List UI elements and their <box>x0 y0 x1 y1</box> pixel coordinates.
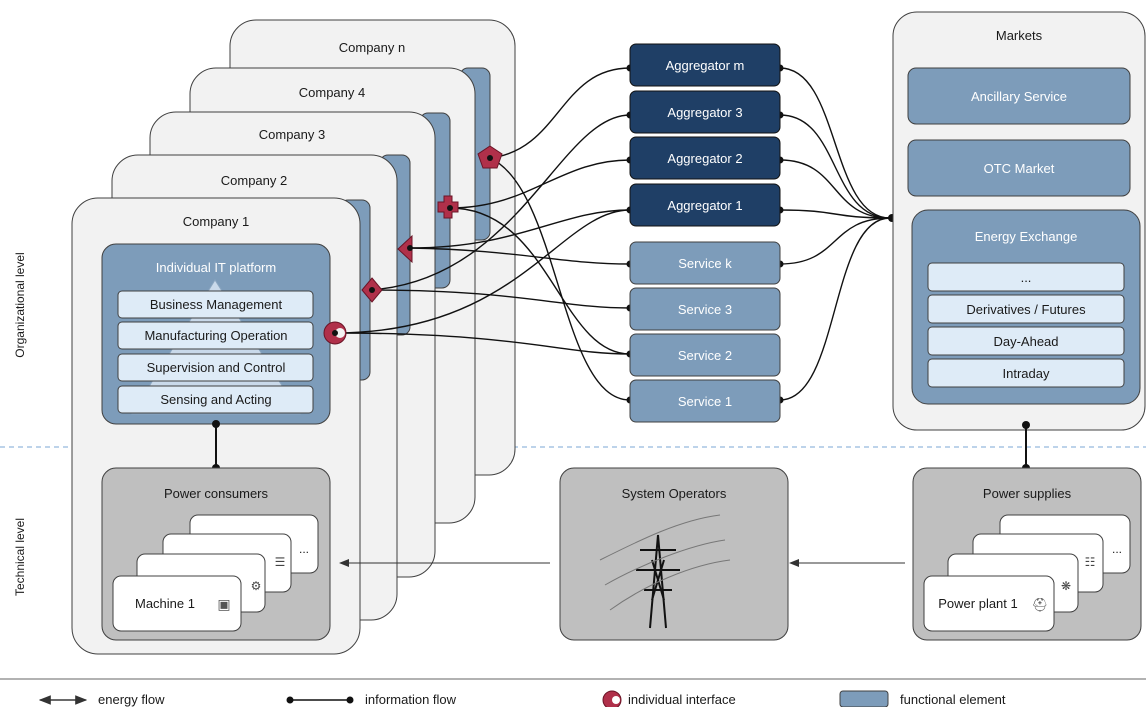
company-title: Company 3 <box>259 127 325 142</box>
interface-icon <box>437 195 459 219</box>
company-title: Company n <box>339 40 405 55</box>
svg-text:Ancillary Service: Ancillary Service <box>971 89 1067 104</box>
svg-text:information flow: information flow <box>365 692 457 707</box>
svg-text:Derivatives / Futures: Derivatives / Futures <box>966 302 1086 317</box>
company-card-1: Company 1 Individual IT platform Busines… <box>71 197 361 655</box>
service-box: Service 3 <box>629 287 781 331</box>
service-box: Service 2 <box>629 333 781 377</box>
svg-text:...: ... <box>1112 542 1122 556</box>
it-platform-title: Individual IT platform <box>156 260 276 275</box>
service-box: Service k <box>629 241 781 285</box>
system-operators: System Operators <box>559 467 789 641</box>
svg-text:Aggregator m: Aggregator m <box>666 58 745 73</box>
company-title: Company 2 <box>221 173 287 188</box>
svg-text:Service 3: Service 3 <box>678 302 732 317</box>
technical-level-label: Technical level <box>13 518 27 596</box>
power-pylon-icon <box>636 534 680 629</box>
svg-text:functional element: functional element <box>900 692 1006 707</box>
power-consumers-title: Power consumers <box>164 486 269 501</box>
layer-manufacturing-operation <box>117 321 314 350</box>
aggregator-box: Aggregator m <box>629 43 781 87</box>
legend-functional-element: functional element <box>839 690 1006 707</box>
service-box: Service 1 <box>629 379 781 423</box>
markets-title: Markets <box>996 28 1043 43</box>
aggregator-box: Aggregator 3 <box>629 90 781 134</box>
svg-text:Sensing and Acting: Sensing and Acting <box>160 392 271 407</box>
layer-sensing-acting <box>117 385 314 414</box>
svg-text:Aggregator 1: Aggregator 1 <box>667 198 742 213</box>
interface-icon <box>477 145 503 169</box>
svg-text:energy flow: energy flow <box>98 692 165 707</box>
otc-market <box>907 139 1131 197</box>
svg-text:Service 1: Service 1 <box>678 394 732 409</box>
interface-icon <box>323 321 347 345</box>
ancillary-service <box>907 67 1131 125</box>
solar-panel-icon: ☷ <box>1085 555 1096 569</box>
svg-text:Aggregator 2: Aggregator 2 <box>667 151 742 166</box>
layer-supervision-control <box>117 353 314 382</box>
svg-text:Service k: Service k <box>678 256 732 271</box>
machine-icon: ▣ <box>217 596 230 612</box>
power-supplies: Power supplies ... ☷ ❋ Power plant 1 ⛑ <box>912 467 1142 641</box>
company-title: Company 1 <box>183 214 249 229</box>
machine-label: Machine 1 <box>135 596 195 611</box>
robot-arm-icon: ⚙ <box>251 579 262 593</box>
svg-text:Service 2: Service 2 <box>678 348 732 363</box>
svg-text:System Operators: System Operators <box>622 486 727 501</box>
svg-text:Manufacturing Operation: Manufacturing Operation <box>144 328 287 343</box>
information-flow-lines <box>334 67 891 401</box>
layer-business-management <box>117 290 314 319</box>
company-title: Company 4 <box>299 85 365 100</box>
legend-individual-interface: individual interface <box>602 690 736 707</box>
legend-energy-flow: energy flow <box>38 692 165 707</box>
svg-text:Intraday: Intraday <box>1003 366 1050 381</box>
svg-text:Business Management: Business Management <box>150 297 283 312</box>
organizational-level-label: Organizational level <box>13 252 27 357</box>
svg-text:...: ... <box>299 542 309 556</box>
legend-information-flow: information flow <box>286 692 457 707</box>
aggregator-box: Aggregator 1 <box>629 183 781 227</box>
power-plant-icon: ⛑ <box>1032 597 1049 612</box>
svg-text:OTC Market: OTC Market <box>984 161 1055 176</box>
markets-card: Markets Ancillary Service OTC Market Ene… <box>892 11 1146 431</box>
svg-text:Supervision and Control: Supervision and Control <box>147 360 286 375</box>
svg-text:...: ... <box>1021 270 1032 285</box>
interface-icon <box>397 234 413 264</box>
svg-text:Aggregator 3: Aggregator 3 <box>667 105 742 120</box>
svg-text:Power supplies: Power supplies <box>983 486 1072 501</box>
svg-text:individual interface: individual interface <box>628 692 736 707</box>
interface-icon <box>361 277 383 303</box>
ac-icon: ☰ <box>275 555 286 569</box>
svg-text:Energy Exchange: Energy Exchange <box>975 229 1078 244</box>
aggregator-box: Aggregator 2 <box>629 136 781 180</box>
wind-turbine-icon: ❋ <box>1061 579 1071 593</box>
svg-text:Day-Ahead: Day-Ahead <box>993 334 1058 349</box>
power-plant-label: Power plant 1 <box>938 596 1018 611</box>
